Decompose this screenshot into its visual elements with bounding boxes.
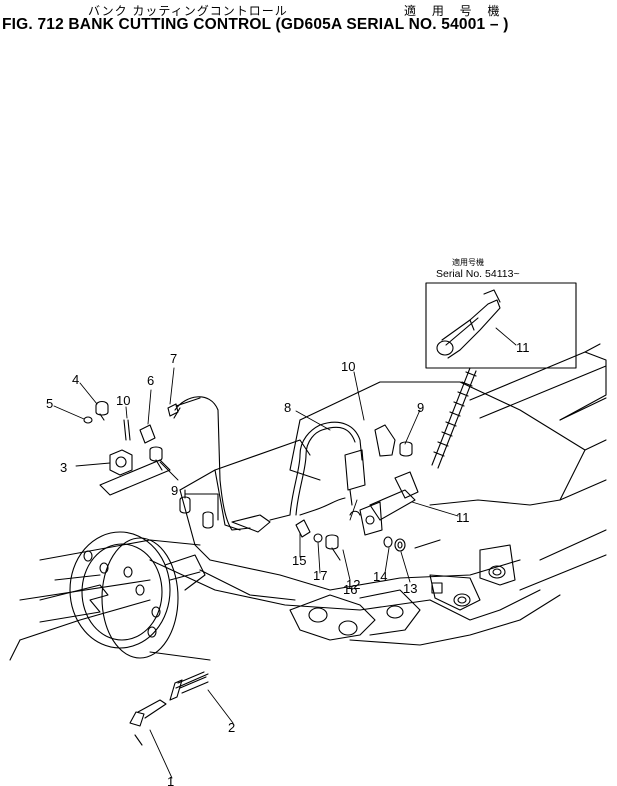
callout-6: 6 <box>147 373 154 388</box>
callout-3: 3 <box>60 460 67 475</box>
callout-9b: 9 <box>417 400 424 415</box>
callout-11a: 11 <box>516 340 530 355</box>
mounting-bosses <box>179 489 219 529</box>
figure-title: FIG. 712 BANK CUTTING CONTROL (GD605A SE… <box>2 16 509 33</box>
callout-5: 5 <box>46 396 53 411</box>
wheel-hub <box>39 531 206 659</box>
hatched-cable <box>431 367 477 469</box>
callout-7: 7 <box>170 351 177 366</box>
callout-10b: 10 <box>341 359 355 374</box>
callout-8: 8 <box>284 400 291 415</box>
japanese-applicability: 適 用 号 機 <box>404 4 506 18</box>
callout-10a: 10 <box>116 393 130 408</box>
pivot-brackets <box>289 544 516 641</box>
callout-12: 12 <box>346 577 360 592</box>
fitting-parts-right <box>295 519 441 561</box>
leader-lines <box>53 327 517 779</box>
callout-16: 16 <box>343 582 357 597</box>
pin-and-spring <box>129 651 211 746</box>
fitting-parts-left <box>83 397 201 496</box>
callout-2: 2 <box>228 720 235 735</box>
callout-17: 17 <box>313 568 327 583</box>
callout-numbers: 1 2 3 4 5 6 7 8 9 9 10 10 11 11 12 13 14… <box>46 257 530 786</box>
inset-label-jp: 適用号機 <box>452 257 484 267</box>
inset-box <box>425 282 577 369</box>
valve-assembly <box>344 424 419 536</box>
japanese-title: バンク カッティングコントロール <box>88 4 288 18</box>
callout-9a: 9 <box>171 483 178 498</box>
callout-15: 15 <box>292 553 306 568</box>
callout-1: 1 <box>167 774 174 786</box>
callout-4: 4 <box>72 372 79 387</box>
inset-label-serial: Serial No. 54113~ <box>436 268 520 280</box>
control-cable <box>173 396 363 533</box>
callout-13: 13 <box>403 581 417 596</box>
callout-11b: 11 <box>456 510 470 525</box>
callout-14: 14 <box>373 569 387 584</box>
